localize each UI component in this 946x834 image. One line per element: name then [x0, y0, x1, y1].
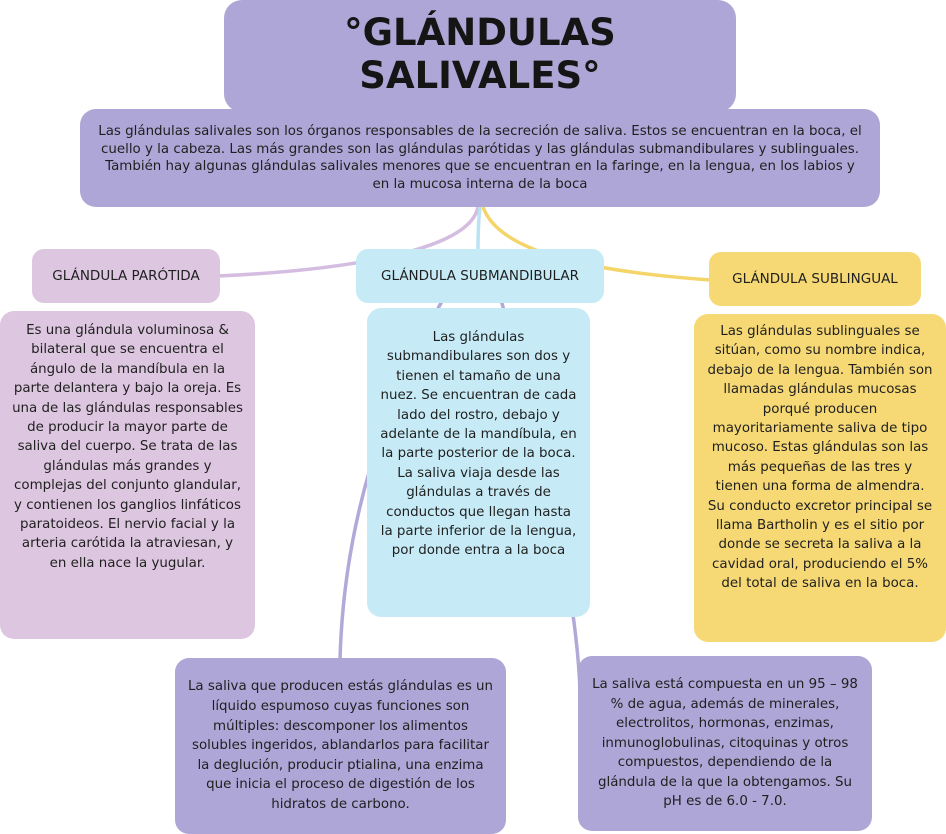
parotida-description: Es una glándula voluminosa & bilateral q… — [0, 311, 255, 639]
sublingual-description: Las glándulas sublinguales se sitúan, co… — [694, 314, 946, 642]
saliva-functions-box: La saliva que producen estás glándulas e… — [175, 658, 506, 834]
parotida-heading-text: GLÁNDULA PARÓTIDA — [52, 268, 200, 284]
sublingual-text: Las glándulas sublinguales se sitúan, co… — [707, 324, 933, 592]
submandibular-heading: GLÁNDULA SUBMANDIBULAR — [356, 249, 604, 303]
connector-to-submandibular — [476, 206, 482, 251]
parotida-text: Es una glándula voluminosa & bilateral q… — [12, 323, 243, 571]
intro-box: Las glándulas salivales son los órganos … — [80, 109, 880, 207]
submandibular-text: Las glándulas submandibulares son dos y … — [380, 330, 577, 559]
parotida-heading: GLÁNDULA PARÓTIDA — [32, 249, 220, 303]
submandibular-description: Las glándulas submandibulares son dos y … — [367, 308, 590, 617]
page-title: °GLÁNDULAS SALIVALES° — [224, 0, 736, 112]
saliva-composition-text: La saliva está compuesta en un 95 – 98 %… — [592, 676, 858, 810]
intro-text: Las glándulas salivales son los órganos … — [98, 124, 862, 192]
title-text: °GLÁNDULAS SALIVALES° — [344, 11, 616, 97]
sublingual-heading-text: GLÁNDULA SUBLINGUAL — [732, 271, 898, 287]
submandibular-heading-text: GLÁNDULA SUBMANDIBULAR — [381, 268, 579, 284]
saliva-composition-box: La saliva está compuesta en un 95 – 98 %… — [578, 656, 872, 831]
saliva-functions-text: La saliva que producen estás glándulas e… — [187, 679, 494, 812]
sublingual-heading: GLÁNDULA SUBLINGUAL — [709, 252, 921, 306]
